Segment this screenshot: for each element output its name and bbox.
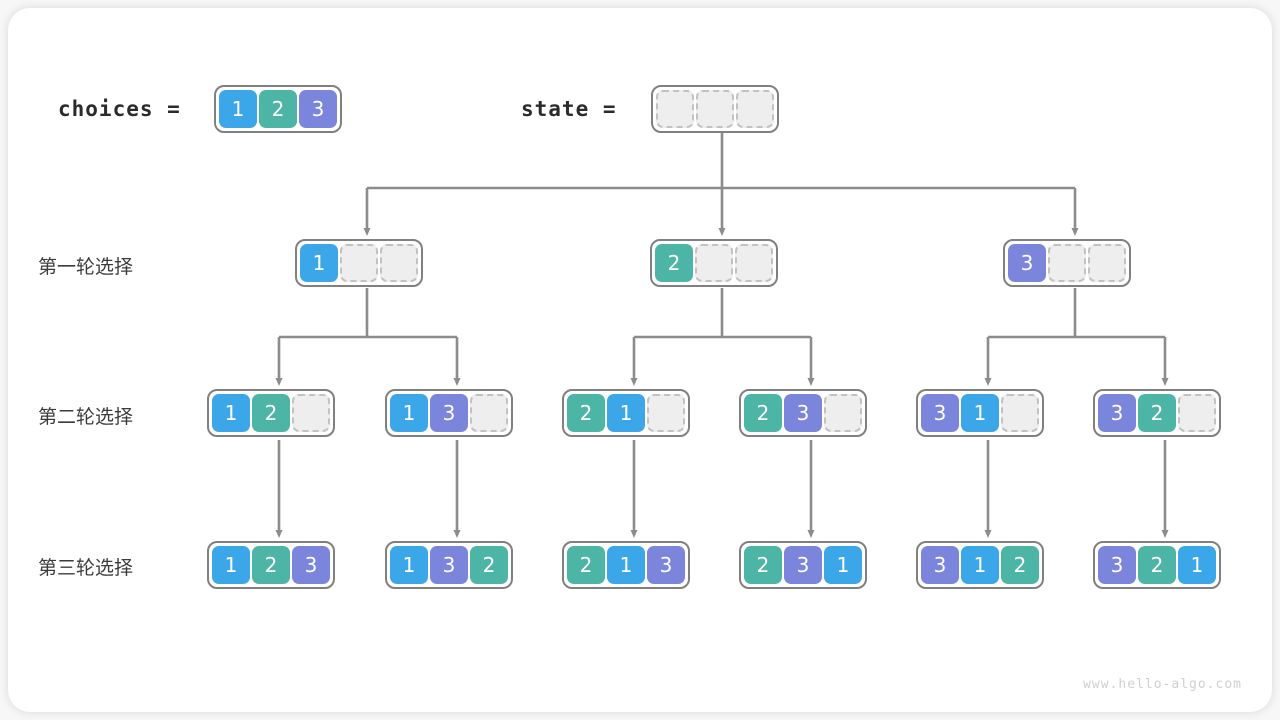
choices-cell-1: 1 bbox=[219, 90, 257, 128]
round3-node3-cell-2: 1 bbox=[607, 546, 645, 584]
round3-node1-cell-2: 2 bbox=[252, 546, 290, 584]
round3-node5-cell-3: 2 bbox=[1001, 546, 1039, 584]
node-round1-3: 3 bbox=[1003, 239, 1131, 287]
row-label-round-3: 第三轮选择 bbox=[38, 557, 134, 579]
round3-node6-cell-2: 2 bbox=[1138, 546, 1176, 584]
round1-node3-cell-2 bbox=[1048, 244, 1086, 282]
round1-node2-cell-3 bbox=[735, 244, 773, 282]
row-label-round-1: 第一轮选择 bbox=[38, 256, 134, 278]
round3-node2-cell-2: 3 bbox=[430, 546, 468, 584]
round2-node6-cell-3 bbox=[1178, 394, 1216, 432]
round2-node2-cell-3 bbox=[470, 394, 508, 432]
node-round1-1: 1 bbox=[295, 239, 423, 287]
round2-node6-cell-1: 3 bbox=[1098, 394, 1136, 432]
round3-node2-cell-1: 1 bbox=[390, 546, 428, 584]
round1-node3-cell-1: 3 bbox=[1008, 244, 1046, 282]
round1-node2-cell-2 bbox=[695, 244, 733, 282]
round2-node5-cell-3 bbox=[1001, 394, 1039, 432]
state-cell-1 bbox=[656, 90, 694, 128]
diagram-card bbox=[8, 8, 1272, 712]
choices-cell-2: 2 bbox=[259, 90, 297, 128]
round2-node1-cell-3 bbox=[292, 394, 330, 432]
round1-node1-cell-3 bbox=[380, 244, 418, 282]
round3-node1-cell-3: 3 bbox=[292, 546, 330, 584]
choices-label: choices = bbox=[58, 97, 181, 121]
round2-node1-cell-2: 2 bbox=[252, 394, 290, 432]
round3-node3-cell-3: 3 bbox=[647, 546, 685, 584]
choices-cell-3: 3 bbox=[299, 90, 337, 128]
round2-node3-cell-2: 1 bbox=[607, 394, 645, 432]
round2-node3-cell-1: 2 bbox=[567, 394, 605, 432]
round3-node6-cell-3: 1 bbox=[1178, 546, 1216, 584]
round1-node1-cell-2 bbox=[340, 244, 378, 282]
watermark: www.hello-algo.com bbox=[1083, 677, 1242, 692]
node-round1-2: 2 bbox=[650, 239, 778, 287]
round3-node5-cell-2: 1 bbox=[961, 546, 999, 584]
round2-node2-cell-2: 3 bbox=[430, 394, 468, 432]
round2-node5-cell-2: 1 bbox=[961, 394, 999, 432]
round2-node3-cell-3 bbox=[647, 394, 685, 432]
state-label: state = bbox=[521, 97, 617, 121]
round2-node1-cell-1: 1 bbox=[212, 394, 250, 432]
round3-node4-cell-3: 1 bbox=[824, 546, 862, 584]
round1-node1-cell-1: 1 bbox=[300, 244, 338, 282]
row-label-round-2: 第二轮选择 bbox=[38, 406, 134, 428]
state-array bbox=[651, 85, 779, 133]
round1-node2-cell-1: 2 bbox=[655, 244, 693, 282]
round3-node4-cell-1: 2 bbox=[744, 546, 782, 584]
round2-node4-cell-2: 3 bbox=[784, 394, 822, 432]
round3-node5-cell-1: 3 bbox=[921, 546, 959, 584]
round3-node3-cell-1: 2 bbox=[567, 546, 605, 584]
round3-node6-cell-1: 3 bbox=[1098, 546, 1136, 584]
round2-node4-cell-3 bbox=[824, 394, 862, 432]
round2-node4-cell-1: 2 bbox=[744, 394, 782, 432]
round3-node1-cell-1: 1 bbox=[212, 546, 250, 584]
round2-node2-cell-1: 1 bbox=[390, 394, 428, 432]
state-cell-2 bbox=[696, 90, 734, 128]
round1-node3-cell-3 bbox=[1088, 244, 1126, 282]
round2-node6-cell-2: 2 bbox=[1138, 394, 1176, 432]
round2-node5-cell-1: 3 bbox=[921, 394, 959, 432]
state-cell-3 bbox=[736, 90, 774, 128]
round3-node4-cell-2: 3 bbox=[784, 546, 822, 584]
round3-node2-cell-3: 2 bbox=[470, 546, 508, 584]
